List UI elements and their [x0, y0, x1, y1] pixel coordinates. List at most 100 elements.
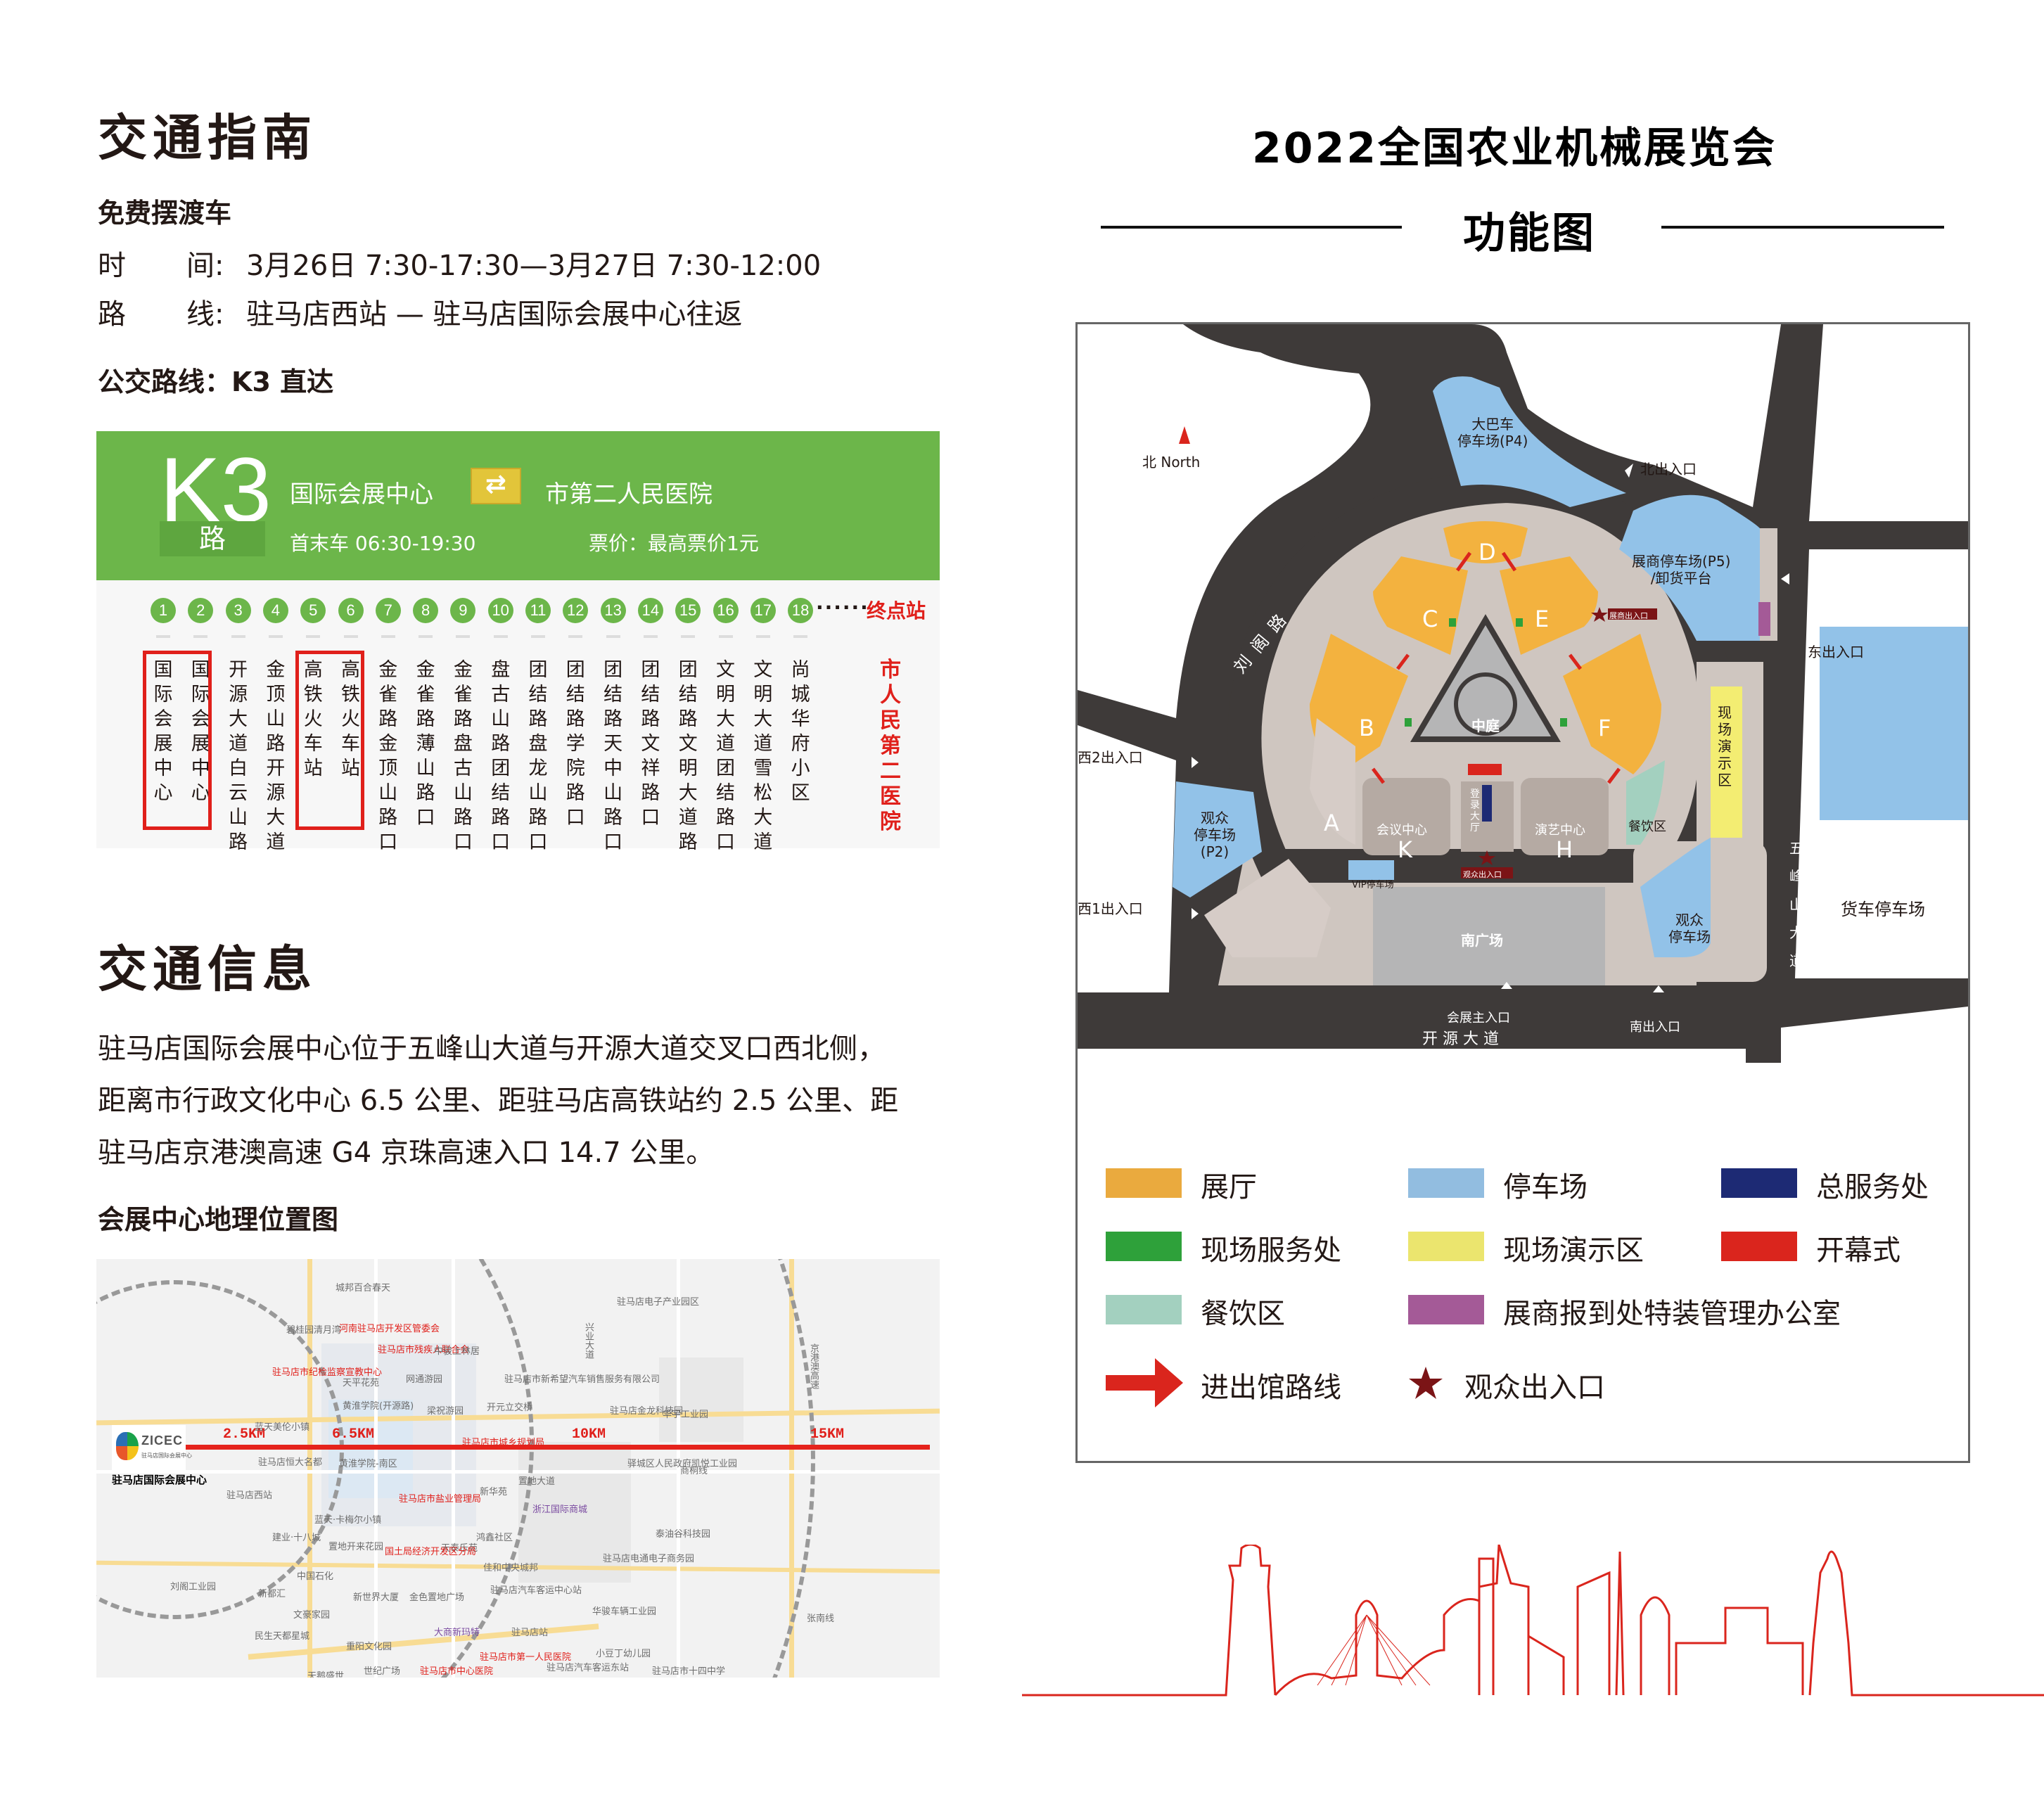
poi-label: 张南线	[807, 1614, 835, 1624]
poi-label: 浙江国际商城	[532, 1505, 588, 1515]
route-arrow-icon	[1106, 1358, 1183, 1410]
poi-label: 佳和中央城邦	[483, 1563, 539, 1573]
atrium-label: 中庭	[1471, 717, 1500, 734]
bus-stop-name: 文明大道雪松大道	[753, 659, 773, 853]
poi-label: 大商新玛特	[434, 1628, 480, 1638]
distance-15km: 15KM	[810, 1426, 845, 1443]
parking-se-line1: 观众	[1675, 912, 1704, 928]
bus-stop-tick	[381, 635, 395, 638]
legend-label: 开幕式	[1816, 1234, 1901, 1267]
parking-p4-line2: 停车场(P4)	[1457, 433, 1528, 449]
poi-label: 开元立交桥	[487, 1403, 533, 1413]
poi-label: 河南驻马店开发区管委会	[339, 1324, 440, 1334]
poi-label: 刘阁工业园	[170, 1582, 217, 1592]
shuttle-time-label-1: 时	[98, 250, 126, 282]
poi-label: 文豪家园	[293, 1610, 331, 1621]
map-legend: 展厅停车场总服务处现场服务处现场演示区开幕式餐饮区展商报到处特装管理办公室进出馆…	[1078, 1133, 1968, 1450]
bus-stop-name: 团结路学院路口	[566, 659, 585, 829]
truck-parking-label: 货车停车场	[1841, 900, 1925, 919]
bus-stop-number: 9	[450, 598, 476, 623]
parking-p5-line1: 展商停车场(P5)	[1632, 553, 1731, 570]
parking-p2-line2: 停车场	[1194, 826, 1236, 843]
title-divider-left	[1101, 226, 1402, 229]
poi-label: 驻马店市盐业管理局	[399, 1494, 482, 1505]
road-label-wufeng: 五峰山大道	[1789, 840, 1803, 969]
poi-label: 驻马店市第一人民医院	[480, 1652, 572, 1663]
legend-label: 餐饮区	[1201, 1298, 1285, 1330]
bus-stop-number: 6	[338, 598, 364, 623]
poi-label: 鸿鑫社区	[476, 1533, 513, 1543]
poi-label: 碧桂园清月湾	[286, 1325, 342, 1336]
distance-6-5km: 6.5KM	[332, 1426, 375, 1443]
bus-from-stop: 国际会展中心	[290, 480, 433, 509]
legend-label: 停车场	[1503, 1171, 1588, 1203]
legend-swatch	[1106, 1295, 1182, 1324]
bus-stop-name: 金雀路盘古山路口	[453, 659, 473, 853]
legend-label: 总服务处	[1816, 1171, 1929, 1203]
legend-label: 展商报到处特装管理办公室	[1503, 1298, 1841, 1330]
bus-stop-number: 12	[563, 598, 589, 623]
parking-p2-label: 观众 停车场 (P2)	[1194, 810, 1236, 860]
dining-area-label: 餐饮区	[1628, 819, 1666, 834]
zicec-logo-icon	[116, 1432, 139, 1460]
hall-c: C	[1422, 606, 1438, 632]
bus-stop-number: 13	[600, 598, 626, 623]
shuttle-heading: 免费摆渡车	[98, 198, 232, 229]
poi-label: 置地大道	[518, 1476, 556, 1487]
bus-card-header: K3 路 国际会展中心 ⇄ 市第二人民医院 首末车 06:30-19:30 票价…	[96, 431, 940, 580]
legend-swatch	[1106, 1168, 1182, 1198]
bus-stop-number: 15	[675, 598, 701, 623]
poi-label: 重阳文化园	[346, 1642, 392, 1652]
hall-a: A	[1324, 810, 1339, 836]
bus-stop-number: 2	[188, 598, 214, 623]
gate-west1: 西1出入口	[1078, 900, 1143, 917]
conference-center-code: K	[1398, 836, 1412, 863]
visitor-entrance-star-icon	[1408, 1365, 1443, 1403]
poi-label: 华骏车辆工业园	[592, 1606, 657, 1617]
lobby-label: 登录大厅	[1470, 788, 1480, 833]
poi-label: 天鹅盛世	[307, 1671, 345, 1678]
visitor-entrance-label: 观众出入口	[1463, 870, 1502, 879]
shuttle-time-value: 3月26日 7:30-17:30—3月27日 7:30-12:00	[246, 250, 822, 282]
bus-stop-tick	[493, 635, 508, 638]
bus-stop-name: 高铁火车站	[341, 659, 360, 779]
demo-area-label: 现场演示区	[1718, 704, 1732, 788]
distance-2-5km: 2.5KM	[223, 1426, 266, 1443]
hall-b: B	[1359, 715, 1374, 741]
gate-west2: 西2出入口	[1078, 749, 1143, 766]
poi-label: 驻马店市残疾人联合会	[378, 1345, 470, 1355]
poi-label: 中国石化	[297, 1571, 334, 1582]
poi-label: 梁祝游园	[427, 1406, 464, 1417]
poi-label: 新世界大厦	[353, 1592, 400, 1603]
bus-stop-number: 7	[375, 598, 401, 623]
bus-stop-number: 18	[788, 598, 814, 623]
city-skyline-decoration	[1022, 1545, 2044, 1697]
terminal-stop-name: 市人民第二医院	[880, 658, 901, 834]
poi-label: 蓝天美伦小镇	[255, 1422, 310, 1433]
bus-stop-number: 16	[713, 598, 739, 623]
bus-stop-name: 团结路文祥路口	[641, 659, 660, 829]
expo-title: 2022全国农业机械展览会	[1252, 124, 1777, 173]
poi-label: 天泰乐苑	[441, 1543, 478, 1554]
poi-label: 金色置地广场	[409, 1592, 465, 1603]
parking-p5-line2: /卸货平台	[1650, 570, 1712, 587]
bus-stop-tick	[193, 635, 208, 638]
poi-label: 驻马店汽车客运中心站	[490, 1585, 582, 1596]
highlight-box-railway-stops	[295, 651, 364, 830]
poi-label: 京港澳高速	[808, 1343, 819, 1389]
bus-stop-name: 团结路盘龙山路口	[528, 659, 548, 853]
zicec-logo: ZICEC 驻马店国际会展中心	[112, 1425, 192, 1470]
bus-stop-name: 国际会展中心	[153, 659, 173, 804]
poi-label: 小豆丁幼儿园	[596, 1649, 651, 1659]
venue-map-graphic	[1078, 324, 1968, 1063]
poi-label: 驻马店市纪检监察宣教中心	[272, 1367, 383, 1378]
legend-swatch	[1106, 1232, 1182, 1261]
poi-label: 泰油谷科技园	[656, 1529, 711, 1540]
parking-se-line2: 停车场	[1668, 928, 1711, 945]
bus-stop-name: 文明大道团结路口	[716, 659, 735, 853]
gate-south: 南出入口	[1630, 1020, 1680, 1035]
poi-label: 华宇工业园	[663, 1410, 709, 1420]
shuttle-route-value: 驻马店西站 — 驻马店国际会展中心往返	[246, 298, 743, 331]
bus-stop-name: 盘古山路团结路口	[491, 659, 511, 853]
bus-stop-number: 8	[413, 598, 439, 623]
